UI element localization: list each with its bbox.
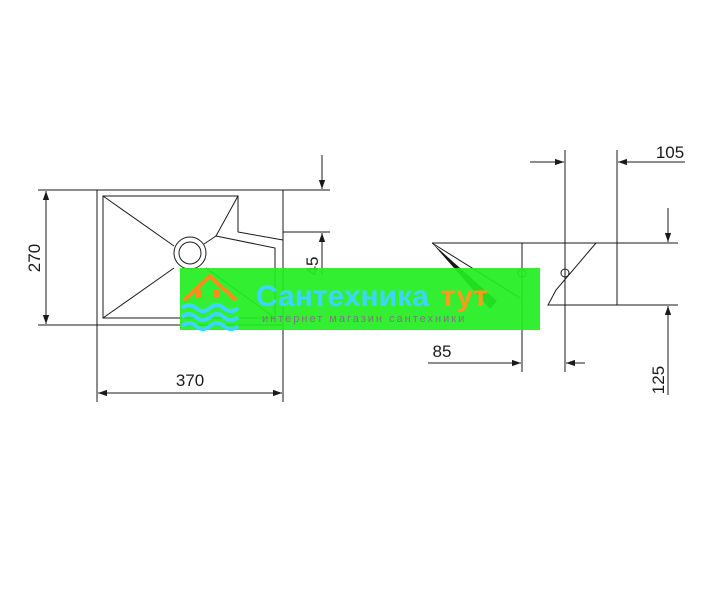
extension-lines bbox=[38, 189, 330, 402]
side-extension-lines bbox=[521, 150, 678, 372]
side-profile bbox=[432, 242, 618, 306]
dimension-85-label: 85 bbox=[433, 342, 452, 361]
watermark-band bbox=[180, 268, 540, 330]
dimension-105-label: 105 bbox=[656, 143, 684, 162]
dimension-85: 85 bbox=[428, 342, 585, 367]
watermark-title: Сантехника тут bbox=[256, 280, 488, 313]
side-view bbox=[431, 150, 678, 372]
dimension-270: 270 bbox=[25, 191, 50, 324]
dimension-105: 105 bbox=[530, 143, 685, 166]
watermark-house-icon bbox=[182, 273, 238, 302]
watermark: Сантехника тут интернет магазин сантехни… bbox=[180, 268, 540, 331]
dimension-270-label: 270 bbox=[25, 244, 44, 272]
shelf-lines bbox=[237, 196, 284, 241]
watermark-title-accent: тут bbox=[441, 280, 488, 313]
watermark-title-main: Сантехника bbox=[256, 280, 429, 313]
drain-hole-inner bbox=[178, 241, 202, 265]
dimension-125: 125 bbox=[649, 208, 672, 395]
basin-slope-lines bbox=[102, 195, 276, 319]
watermark-subtitle: интернет магазин сантехники bbox=[262, 313, 466, 325]
dimension-125-label: 125 bbox=[649, 366, 668, 394]
dimension-370: 370 bbox=[98, 371, 282, 397]
dimension-370-label: 370 bbox=[176, 371, 204, 390]
watermark-wave-icon bbox=[180, 303, 240, 331]
dimension-45: 45 bbox=[303, 155, 326, 275]
